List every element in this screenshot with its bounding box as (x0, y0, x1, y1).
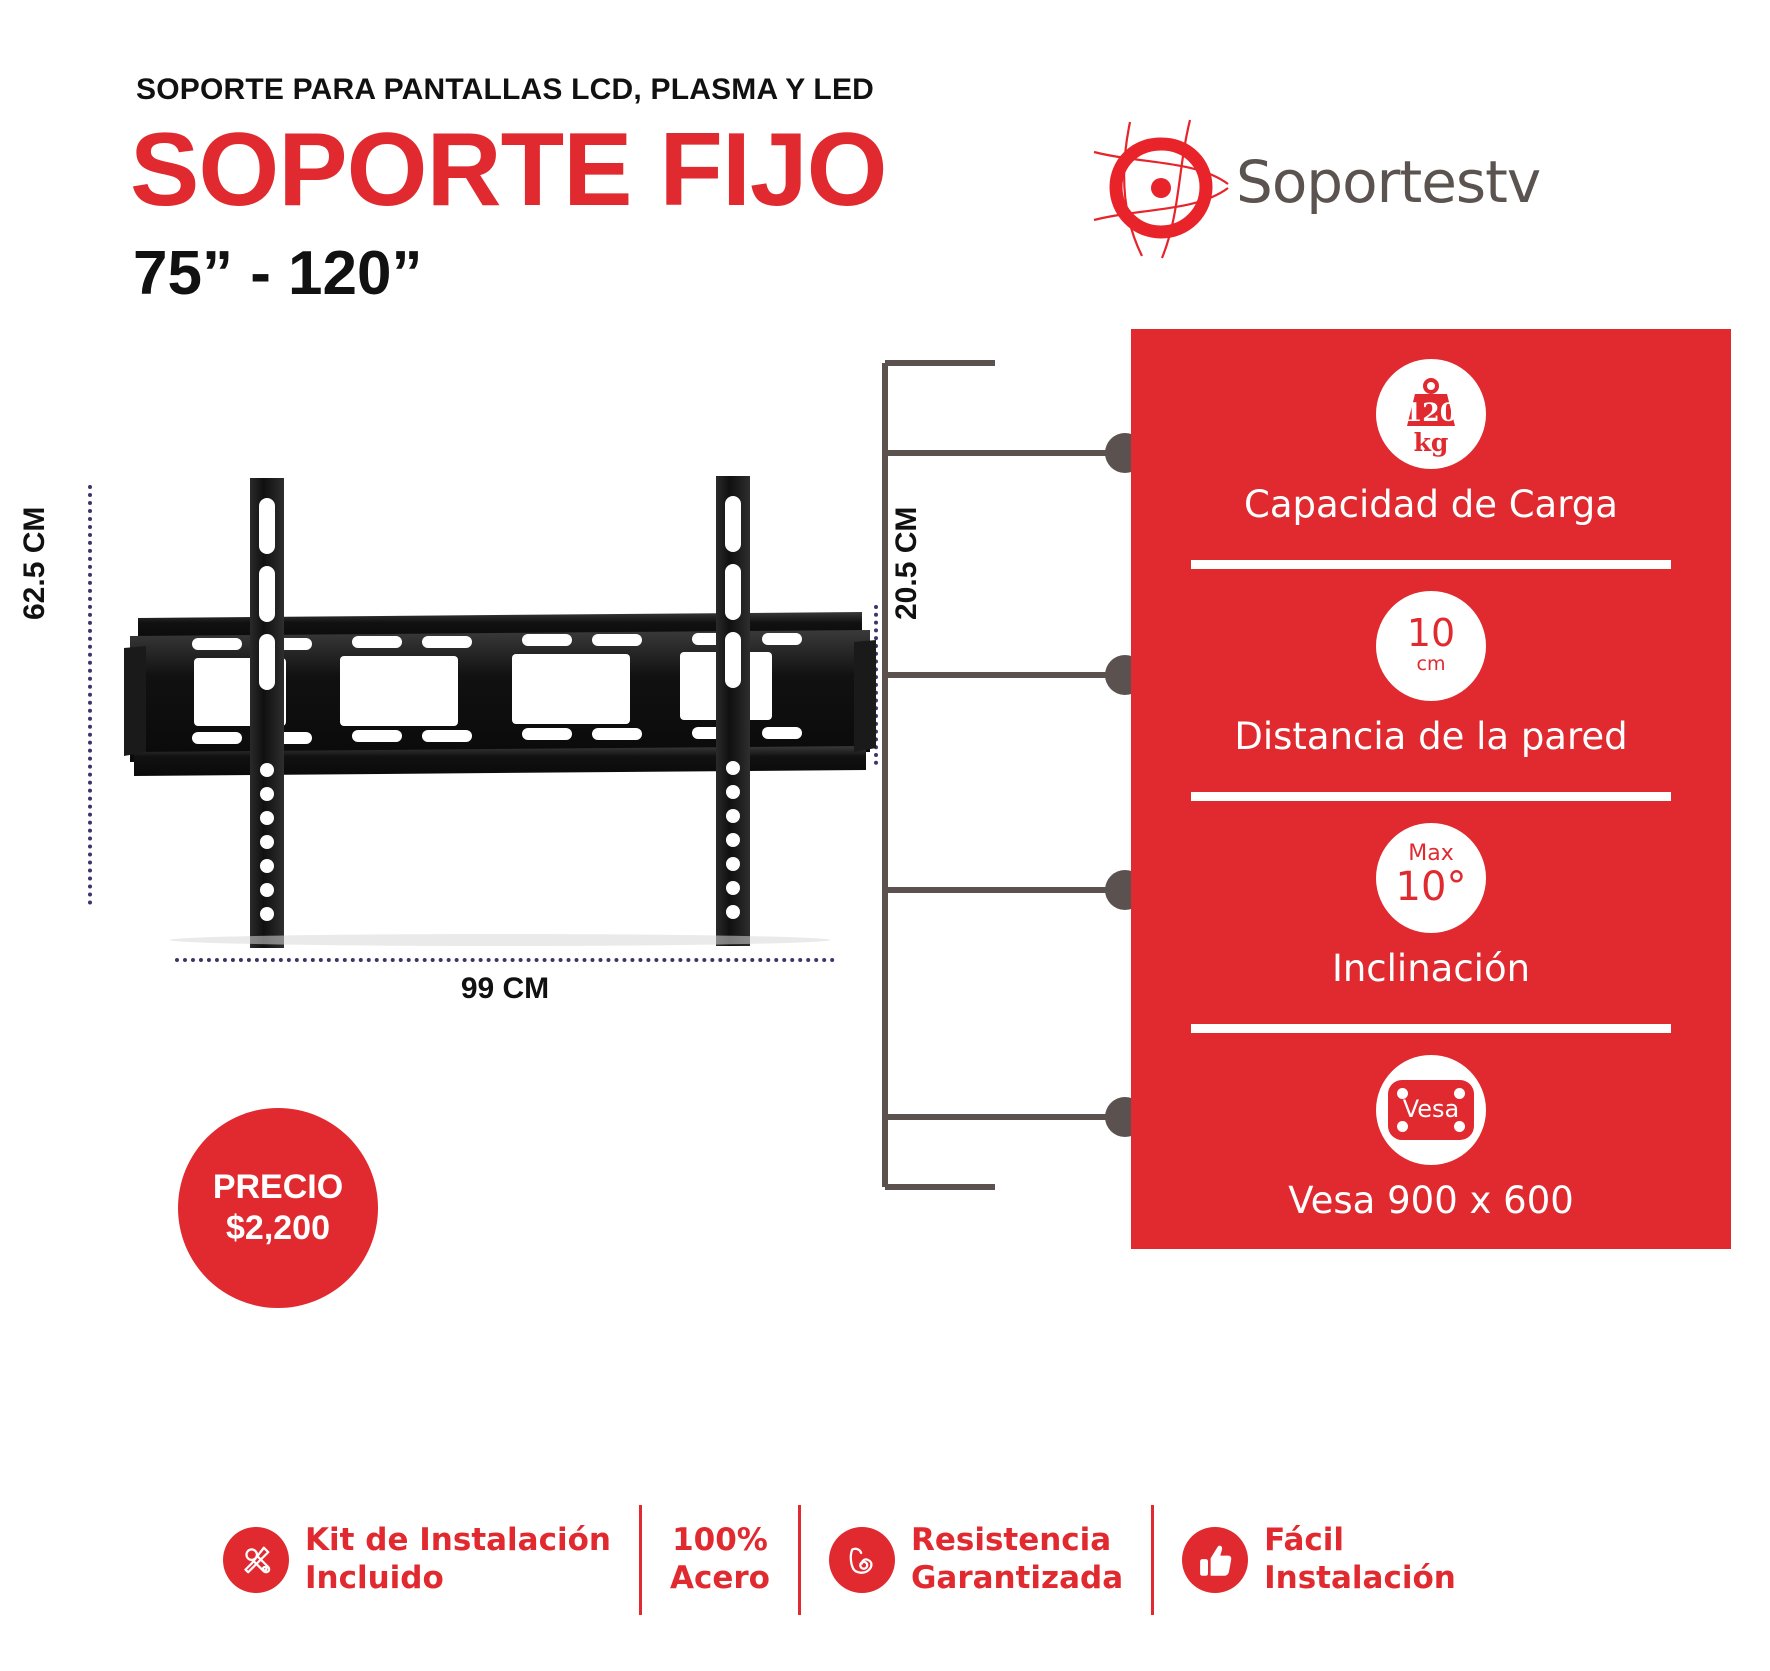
distance-value: 10 (1406, 611, 1456, 655)
spec-vesa-label: Vesa 900 x 600 (1288, 1179, 1574, 1222)
spec-divider-1 (1191, 560, 1671, 569)
spec-tilt: Max 10° Inclinación (1131, 823, 1731, 990)
vesa-icon: Vesa (1376, 1055, 1486, 1165)
spec-wall-distance: 10 cm Distancia de la pared (1131, 591, 1731, 758)
tilt-value: 10° (1395, 864, 1467, 911)
feature-steel: 100% Acero (642, 1522, 798, 1598)
feature-divider-2 (797, 1505, 801, 1615)
tools-icon (223, 1527, 289, 1593)
wrench-screwdriver-icon (244, 1546, 271, 1574)
vesa-hole-top-left (1397, 1088, 1408, 1099)
price-amount: $2,200 (226, 1209, 330, 1247)
feature-install-kit-label: Kit de Instalación Incluido (305, 1522, 611, 1596)
page-title: SOPORTE FIJO (130, 112, 888, 228)
eye-star-logo-icon (1093, 119, 1229, 259)
muscle-icon (828, 1527, 895, 1593)
feature-easy-install-label: Fácil Instalación (1264, 1522, 1456, 1596)
thumb-up-glyph-icon (1200, 1545, 1232, 1576)
weight-unit: kg (1413, 428, 1449, 457)
page-kicker: SOPORTE PARA PANTALLAS LCD, PLASMA Y LED (136, 73, 875, 106)
vesa-icon-text: Vesa (1402, 1095, 1460, 1123)
vesa-hole-bottom-right (1454, 1121, 1465, 1132)
distance-unit: cm (1388, 653, 1474, 675)
spec-vesa: Vesa Vesa 900 x 600 (1131, 1055, 1731, 1222)
weight-icon: 120 kg (1376, 359, 1486, 469)
spec-wall-distance-label: Distancia de la pared (1234, 715, 1628, 758)
vesa-hole-top-right (1454, 1088, 1465, 1099)
height-dimension-label: 62.5 CM (18, 506, 51, 620)
brand-name: Soportestv (1236, 148, 1541, 216)
feature-resistance: Resistencia Garantizada (801, 1522, 1151, 1598)
weight-value: 120 (1404, 398, 1458, 427)
feature-resistance-label: Resistencia Garantizada (910, 1522, 1124, 1596)
price-badge: PRECIO $2,200 (178, 1108, 378, 1308)
spec-divider-3 (1191, 1024, 1671, 1033)
spec-load-capacity-label: Capacidad de Carga (1244, 483, 1618, 526)
vesa-hole-bottom-left (1397, 1121, 1408, 1132)
tv-mount-illustration (124, 476, 876, 948)
tilt-icon: Max 10° (1376, 823, 1486, 933)
spec-tilt-label: Inclinación (1331, 947, 1531, 990)
price-label: PRECIO (212, 1167, 344, 1206)
width-dimension-label: 99 CM (460, 972, 550, 1005)
spec-panel: 120 kg Capacidad de Carga 10 (1131, 329, 1731, 1249)
spec-load-capacity: 120 kg Capacidad de Carga (1131, 359, 1731, 526)
tilt-unit: Max (1408, 841, 1454, 866)
thumbs-up-icon (1182, 1527, 1249, 1593)
flexed-bicep-icon (849, 1547, 873, 1574)
feature-strip: Kit de Instalación Incluido 100% Acero R… (195, 1480, 1615, 1640)
height-dimension-line (88, 485, 92, 905)
measure-icon: 10 cm (1376, 591, 1486, 701)
page-subtitle: 75” - 120” (133, 239, 423, 308)
feature-easy-install: Fácil Instalación (1154, 1522, 1484, 1598)
brand-logo: Soportestv (1086, 112, 1546, 262)
feature-divider-3 (1151, 1505, 1155, 1615)
feature-divider-1 (638, 1505, 642, 1615)
feature-install-kit: Kit de Instalación Incluido (195, 1522, 639, 1598)
spec-divider-2 (1191, 792, 1671, 801)
spec-connector-bracket (882, 360, 1145, 1190)
width-dimension-line (175, 958, 835, 962)
feature-steel-label: 100% Acero (669, 1522, 770, 1596)
